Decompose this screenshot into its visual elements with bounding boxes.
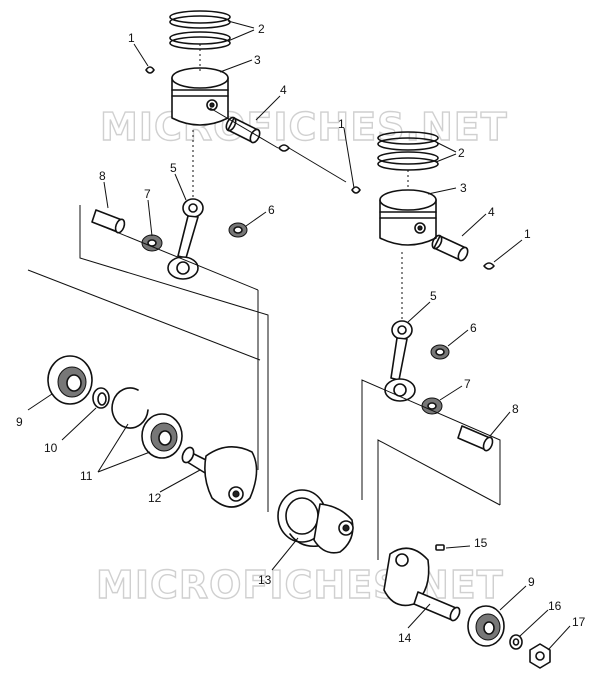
spacer-washer-left (92, 387, 110, 409)
needle-bearing-right-small (430, 344, 450, 360)
callout-circlip: 1 (338, 117, 345, 131)
callout-crank-pin: 8 (99, 169, 106, 183)
crank-pin-right (457, 425, 494, 452)
callout-numbers: 1 2 3 4 1 2 3 4 1 8 7 5 6 5 6 7 8 9 10 1… (16, 22, 586, 645)
circlip-left-top (145, 66, 155, 74)
needle-bearing-right-big (421, 397, 443, 415)
crank-pin-left (91, 209, 126, 234)
callout-nut: 17 (572, 615, 586, 629)
piston-pin-right (431, 234, 469, 262)
callout-circlip: 1 (128, 31, 135, 45)
needle-bearing-left-small (228, 222, 248, 238)
callout-piston-rings: 2 (258, 22, 265, 36)
callout-main-bearing: 9 (16, 415, 23, 429)
crankshaft-left-half (181, 446, 258, 508)
piston-left (171, 67, 229, 126)
callout-crank-center: 13 (258, 573, 272, 587)
watermark-top: MICROFICHES.NET (100, 105, 508, 149)
washer-right (509, 634, 523, 650)
snap-ring-left (111, 387, 149, 429)
callout-spacer-washer: 10 (44, 441, 58, 455)
circlip-right-pin (483, 262, 495, 270)
callout-crank-left-half: 12 (148, 491, 162, 505)
callout-needle-bearing: 7 (464, 377, 471, 391)
connecting-rod-left (167, 198, 204, 280)
callout-circlip: 1 (524, 227, 531, 241)
main-bearing-left-inner (141, 413, 183, 459)
callout-piston: 3 (254, 53, 261, 67)
watermark-bottom: MICROFICHES.NET (96, 563, 504, 607)
callout-connecting-rod: 5 (170, 161, 177, 175)
crankshaft-center (277, 489, 354, 554)
callout-piston-pin: 4 (280, 83, 287, 97)
piston-pin-left (225, 116, 261, 144)
circlip-right-top (351, 186, 361, 194)
callout-crank-pin: 8 (512, 402, 519, 416)
callout-piston: 3 (460, 181, 467, 195)
assembly-guide-lines (27, 44, 501, 560)
callout-needle-bearing: 7 (144, 187, 151, 201)
callout-needle-bearing-small: 6 (470, 321, 477, 335)
callout-main-bearing: 9 (528, 575, 535, 589)
connecting-rod-right (384, 320, 416, 402)
callout-leaders (27, 20, 571, 651)
callout-needle-bearing-small: 6 (268, 203, 275, 217)
callout-woodruff-key: 15 (474, 536, 488, 550)
piston-rings-right (377, 131, 439, 171)
callout-piston-rings: 2 (458, 146, 465, 160)
callout-connecting-rod: 5 (430, 289, 437, 303)
needle-bearing-left-big (141, 234, 163, 252)
piston-rings-left (169, 10, 231, 50)
main-bearing-left-outer (47, 355, 93, 405)
woodruff-key (435, 544, 445, 551)
crankshaft-right-half (383, 547, 461, 622)
callout-snap-ring-bearing: 11 (80, 469, 93, 483)
callout-piston-pin: 4 (488, 205, 495, 219)
piston-right (379, 189, 437, 246)
callout-crank-right-half: 14 (398, 631, 412, 645)
callout-washer: 16 (548, 599, 562, 613)
main-bearing-right (467, 605, 505, 647)
nut-right (529, 643, 551, 669)
